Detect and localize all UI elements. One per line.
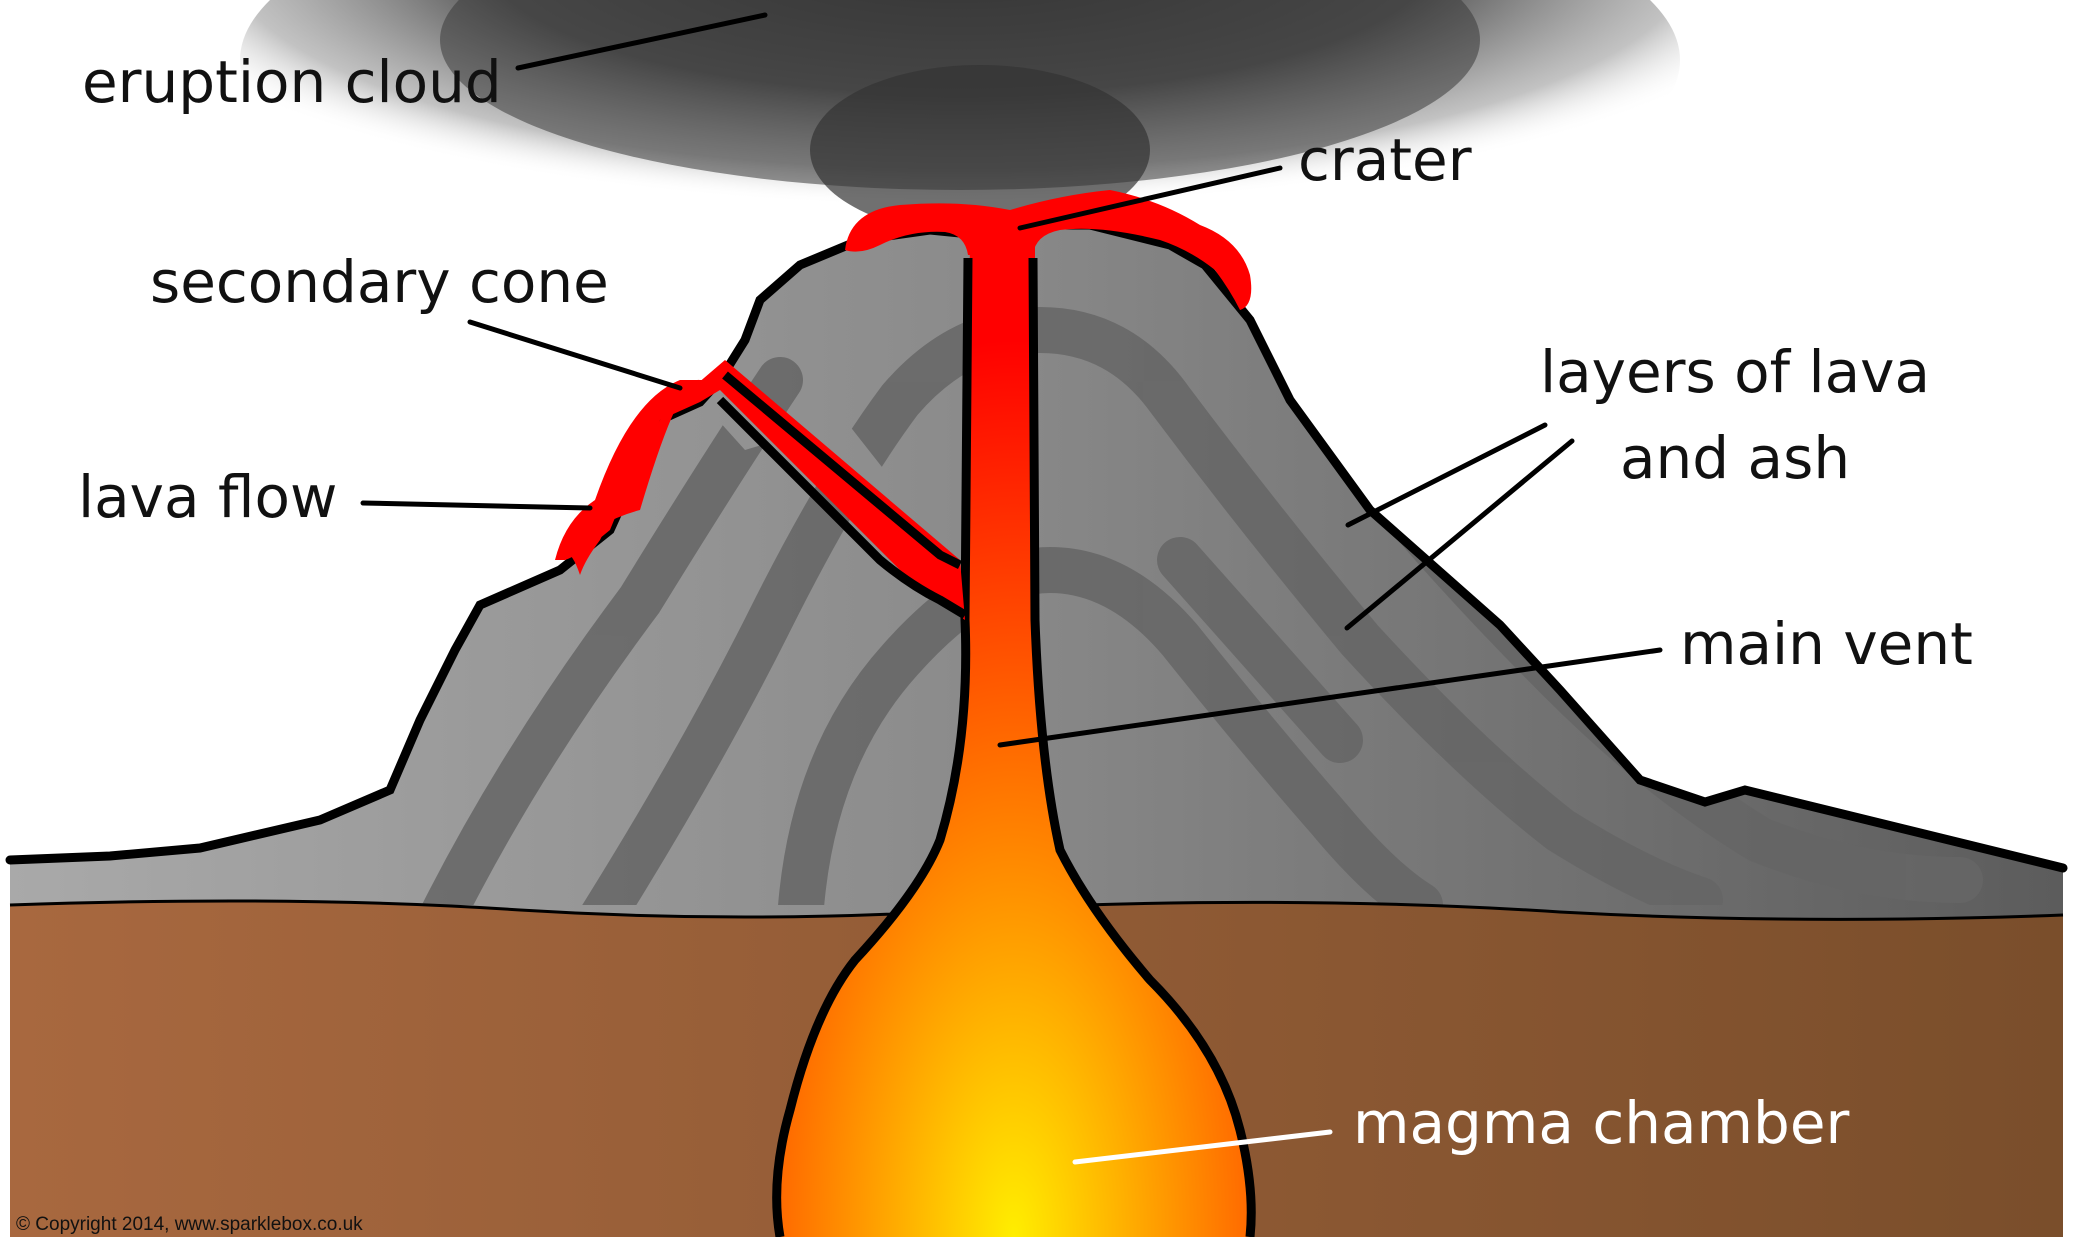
label-layers-line2: and ash bbox=[1620, 424, 1850, 492]
label-layers-line1: layers of lava bbox=[1540, 338, 1930, 406]
label-lava-flow: lava flow bbox=[78, 463, 337, 531]
label-crater: crater bbox=[1298, 126, 1472, 194]
label-main-vent: main vent bbox=[1680, 610, 1973, 678]
leader-secondary-cone bbox=[470, 322, 680, 388]
copyright-notice: © Copyright 2014, www.sparklebox.co.uk bbox=[16, 1214, 363, 1235]
leader-layers-1 bbox=[1348, 425, 1545, 525]
label-eruption-cloud: eruption cloud bbox=[82, 48, 502, 116]
leader-lava-flow bbox=[363, 503, 590, 508]
label-magma-chamber: magma chamber bbox=[1353, 1089, 1850, 1157]
label-secondary-cone: secondary cone bbox=[150, 248, 609, 316]
